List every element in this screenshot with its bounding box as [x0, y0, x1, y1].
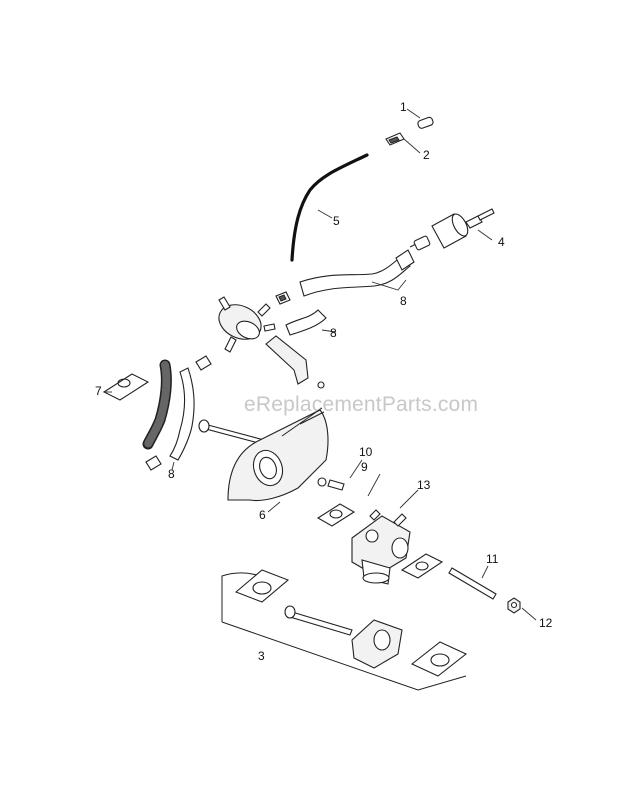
part-3-kit[interactable] — [221, 569, 468, 691]
part-11-stud[interactable] — [448, 567, 497, 600]
callout-1: 1 — [400, 100, 407, 114]
callout-9: 9 — [361, 460, 368, 474]
callout-5: 5 — [333, 214, 340, 228]
part-1-pin[interactable] — [417, 116, 434, 130]
part-2-clamp[interactable] — [385, 132, 405, 146]
callout-7: 7 — [95, 384, 102, 398]
watermark-text: eReplacementParts.com — [244, 393, 478, 416]
callout-11: 11 — [486, 552, 499, 566]
callout-labels: 1 2 3 4 5 6 7 8 8 8 9 10 11 12 13 — [95, 100, 553, 663]
part-12-nut[interactable] — [507, 597, 521, 614]
part-9-gasket[interactable] — [316, 503, 356, 527]
callout-6: 6 — [259, 508, 266, 522]
callout-8-upper: 8 — [400, 294, 407, 308]
part-7-gasket[interactable] — [102, 373, 150, 401]
part-13-carburetor[interactable] — [351, 509, 411, 585]
callout-2: 2 — [423, 148, 430, 162]
part-8-middle-hose[interactable] — [285, 309, 327, 336]
part-8-lower-hoses[interactable] — [142, 355, 212, 471]
callout-8-lower: 8 — [168, 467, 175, 481]
leader-lines — [104, 108, 537, 621]
callout-12: 12 — [539, 616, 553, 630]
callout-10: 10 — [359, 445, 373, 459]
part-4-fuel-filter[interactable] — [409, 208, 495, 251]
bracket[interactable] — [265, 335, 325, 389]
callout-3: 3 — [258, 649, 265, 663]
callout-13: 13 — [417, 478, 431, 492]
carburetor-gasket[interactable] — [400, 553, 444, 579]
callout-8-middle: 8 — [330, 326, 337, 340]
part-6-intake-housing[interactable] — [198, 407, 329, 502]
part-8-upper-hose[interactable] — [275, 249, 415, 305]
callout-4: 4 — [498, 235, 505, 249]
part-5-line[interactable] — [290, 153, 369, 262]
part-10-bolt[interactable] — [317, 477, 345, 491]
fuel-pump[interactable] — [213, 296, 276, 353]
